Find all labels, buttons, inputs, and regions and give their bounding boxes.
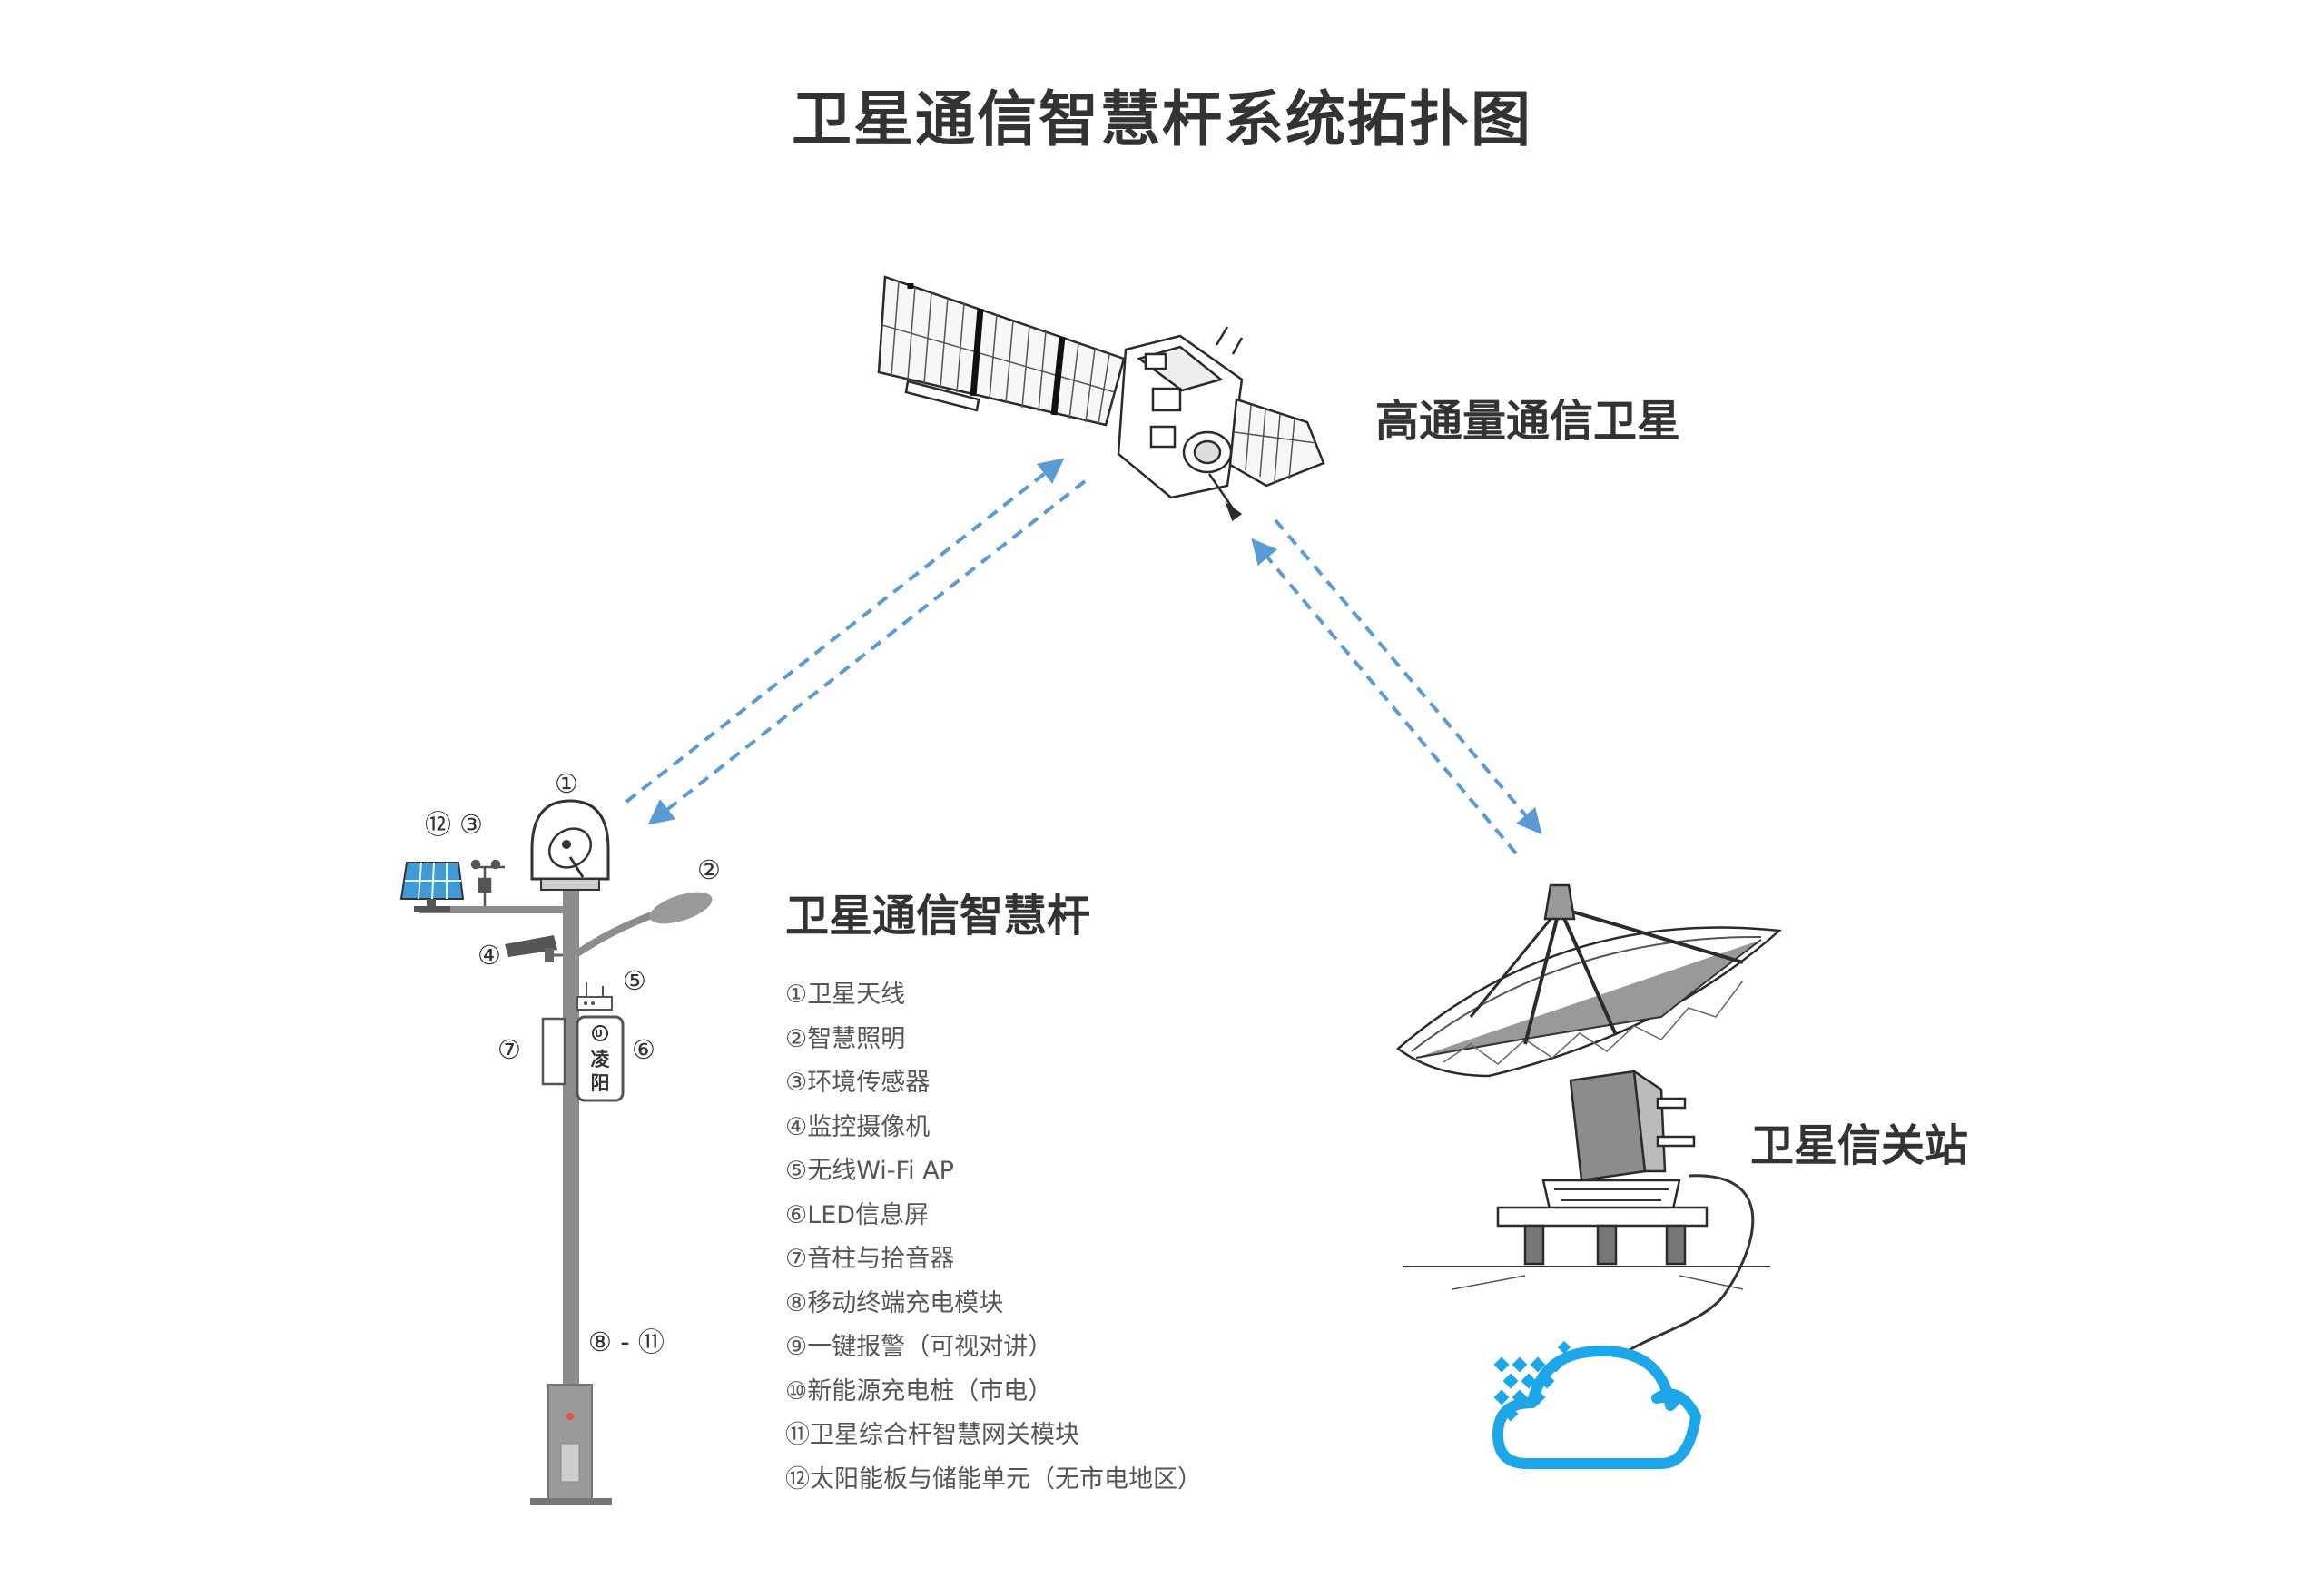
satellite-icon xyxy=(877,275,1325,522)
smart-pole: U 凌 阳 ① ② ⑫ ③ ④ ⑤ ⑥ ⑦ ⑧ - ⑪ xyxy=(399,768,721,1505)
pole-shaft xyxy=(563,885,579,1394)
legend-item: ⑦音柱与拾音器 xyxy=(785,1245,955,1273)
marker-3: ③ xyxy=(459,809,483,840)
marker-6: ⑥ xyxy=(632,1034,655,1065)
legend-item: ⑤无线Wi-Fi AP xyxy=(785,1157,954,1185)
marker-8-11: ⑧ - ⑪ xyxy=(588,1327,665,1357)
marker-7: ⑦ xyxy=(497,1034,521,1065)
gateway-uplink-arrow xyxy=(1251,538,1518,855)
page-title: 卫星通信智慧杆系统拓扑图 xyxy=(792,84,1532,154)
legend-item: ⑥LED信息屏 xyxy=(785,1200,930,1229)
gateway-label: 卫星信关站 xyxy=(1750,1120,1968,1171)
marker-4: ④ xyxy=(478,940,501,971)
satellite-dome-antenna-icon xyxy=(530,799,610,891)
pole-base-cabinet xyxy=(547,1384,593,1502)
speaker-column-icon xyxy=(541,1017,566,1086)
svg-text:U: U xyxy=(595,1028,603,1040)
link-satellite-gateway xyxy=(1251,518,1542,855)
led-screen-text-2: 阳 xyxy=(591,1072,610,1094)
uplink-arrow xyxy=(625,458,1065,804)
cloud-icon xyxy=(1492,1340,1701,1469)
gateway-dish-icon xyxy=(1396,883,1782,1290)
pole-cross-arm xyxy=(419,906,576,913)
legend-item: ⑩新能源充电桩（市电） xyxy=(785,1376,1053,1405)
network-cable xyxy=(1624,1174,1755,1355)
legend-item: ⑧移动终端充电模块 xyxy=(785,1288,1004,1317)
legend-item: ⑪卫星综合杆智慧网关模块 xyxy=(785,1421,1079,1449)
legend-item: ②智慧照明 xyxy=(785,1024,906,1053)
charger-panel xyxy=(560,1443,580,1483)
downlink-arrow xyxy=(647,479,1087,825)
street-lamp-icon xyxy=(649,892,713,924)
gateway-downlink-arrow xyxy=(1274,518,1542,835)
component-legend: ①卫星天线 ②智慧照明 ③环境传感器 ④监控摄像机 ⑤无线Wi-Fi AP ⑥L… xyxy=(785,973,1202,1502)
led-screen-text-1: 凌 xyxy=(591,1049,611,1070)
legend-item: ⑫太阳能板与储能单元（无市电地区） xyxy=(785,1465,1202,1494)
wifi-ap-icon xyxy=(576,982,613,1011)
marker-12: ⑫ xyxy=(425,809,451,840)
legend-item: ⑨一键报警（可视对讲） xyxy=(785,1333,1053,1361)
marker-2: ② xyxy=(697,854,721,885)
pole-label: 卫星通信智慧杆 xyxy=(785,891,1090,942)
legend-item: ①卫星天线 xyxy=(785,981,906,1009)
legend-item: ③环境传感器 xyxy=(785,1069,931,1097)
marker-5: ⑤ xyxy=(623,965,646,996)
weather-sensor-icon xyxy=(470,859,505,906)
satellite-label: 高通量通信卫星 xyxy=(1375,396,1680,447)
legend-item: ④监控摄像机 xyxy=(785,1112,931,1141)
led-screen: U 凌 阳 xyxy=(576,1015,625,1102)
surveillance-camera-icon xyxy=(505,935,563,962)
marker-1: ① xyxy=(555,768,578,799)
alarm-button-icon xyxy=(566,1413,574,1420)
pole-foot xyxy=(530,1498,612,1505)
solar-panel-icon xyxy=(399,862,465,912)
link-pole-satellite xyxy=(625,458,1087,825)
